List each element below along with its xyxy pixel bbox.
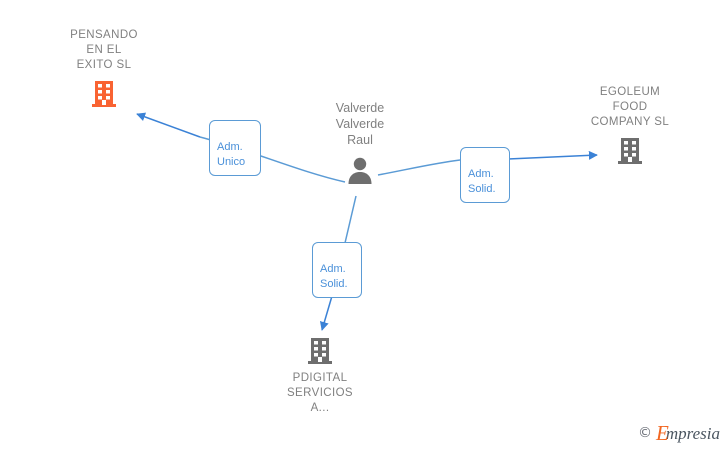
company-node-pensando[interactable]: PENSANDO EN EL EXITO SL <box>29 28 179 109</box>
edge-center-to-pdigital <box>344 195 357 244</box>
person-icon <box>348 157 372 184</box>
company-node-egoleum[interactable]: EGOLEUM FOOD COMPANY SL <box>555 85 705 166</box>
empresia-logo-initial: E <box>656 421 669 445</box>
company-building-icon <box>92 81 116 107</box>
empresia-watermark: © Empresia <box>638 422 720 444</box>
company-node-pensando-label: PENSANDO EN EL EXITO SL <box>70 29 138 71</box>
company-building-icon <box>308 338 332 364</box>
company-node-pdigital-label: PDIGITAL SERVICIOS A... <box>286 372 354 414</box>
relation-box-adm-solid-egoleum[interactable]: Adm. Solid. <box>460 147 510 203</box>
empresia-logo-text: mpresia <box>665 424 720 443</box>
relation-box-adm-solid-pdigital-label: Adm. Solid. <box>320 263 348 290</box>
relation-box-adm-solid-pdigital[interactable]: Adm. Solid. <box>312 242 362 298</box>
relation-box-adm-solid-egoleum-label: Adm. Solid. <box>468 168 496 195</box>
copyright-icon: © <box>638 425 653 441</box>
relation-box-adm-unico-label: Adm. Unico <box>217 141 246 168</box>
person-node-center[interactable]: Valverde Valverde Raul <box>285 100 435 185</box>
company-node-egoleum-label: EGOLEUM FOOD COMPANY SL <box>590 86 670 128</box>
company-node-pdigital[interactable]: PDIGITAL SERVICIOS A... <box>245 336 395 416</box>
person-node-name: Valverde Valverde Raul <box>335 101 385 147</box>
empresia-logo: Empresia <box>656 422 720 444</box>
relation-box-adm-unico[interactable]: Adm. Unico <box>209 120 261 176</box>
company-building-icon <box>618 138 642 164</box>
edge-center-to-pensando-head <box>136 112 201 138</box>
